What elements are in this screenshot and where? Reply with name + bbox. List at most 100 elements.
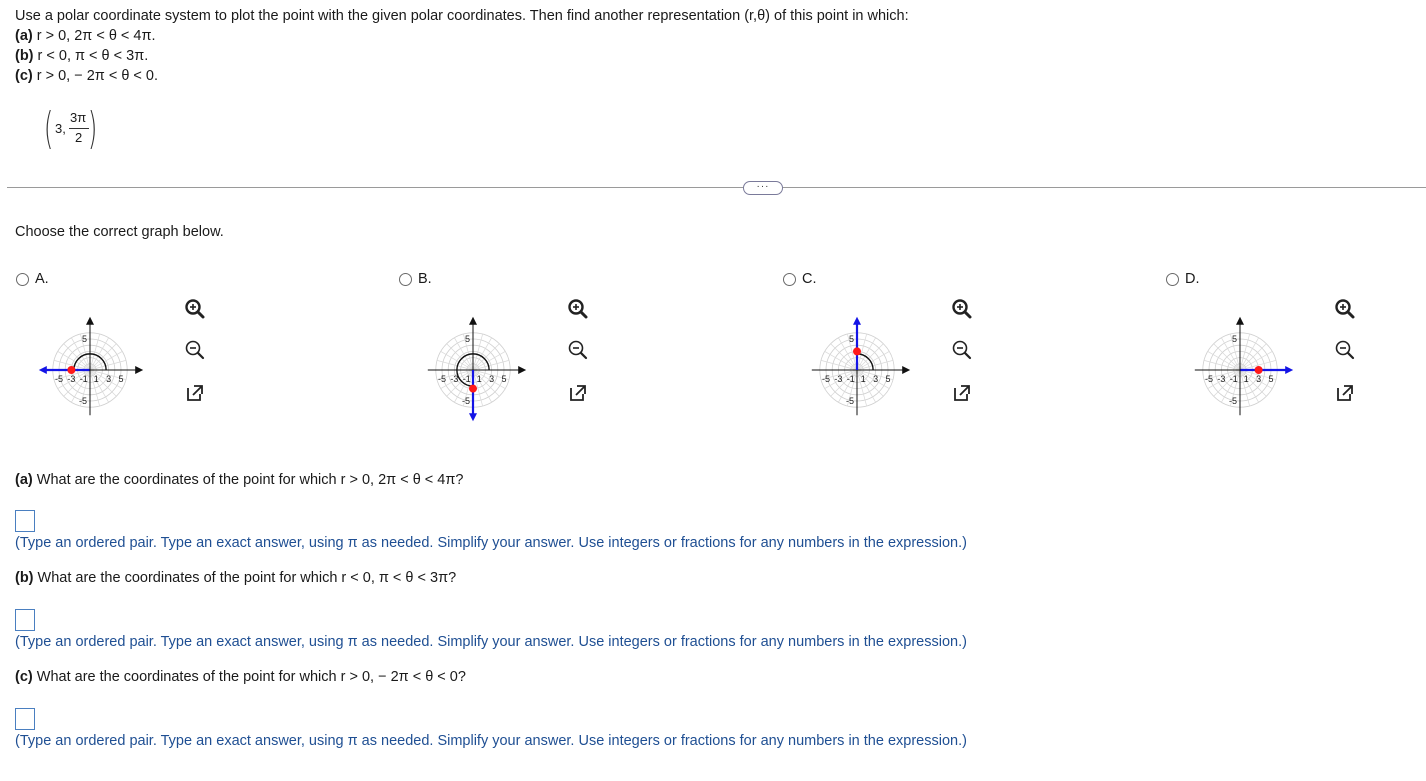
open-window-icon[interactable] bbox=[566, 381, 590, 405]
grid-ray bbox=[856, 351, 890, 371]
x-tick-label: -5 bbox=[822, 374, 830, 384]
grid-ray bbox=[80, 369, 91, 407]
open-window-icon[interactable] bbox=[183, 381, 207, 405]
condition-c: (c) r > 0, − 2π < θ < 0. bbox=[15, 68, 159, 84]
option-d[interactable]: D. bbox=[1166, 271, 1200, 287]
arrow-up bbox=[1236, 316, 1244, 325]
arrow-up bbox=[86, 316, 94, 325]
choose-prompt: Choose the correct graph below. bbox=[15, 224, 224, 240]
plotted-point bbox=[469, 384, 477, 393]
grid-ray bbox=[1203, 369, 1241, 380]
grid-ray bbox=[1207, 351, 1241, 371]
question-a: (a) What are the coordinates of the poin… bbox=[15, 472, 464, 488]
grid-ray bbox=[1213, 343, 1241, 371]
grid-ray bbox=[89, 360, 127, 371]
grid-ray bbox=[80, 333, 91, 371]
grid-ray bbox=[89, 369, 117, 397]
grid-ray bbox=[1239, 337, 1259, 371]
grid-ray bbox=[1239, 369, 1259, 403]
y-tick-label: -5 bbox=[846, 396, 854, 406]
grid-ray bbox=[820, 360, 858, 371]
zoom-out-icon[interactable] bbox=[566, 338, 590, 362]
option-a-radio[interactable] bbox=[16, 272, 29, 286]
y-tick-label: -5 bbox=[1229, 396, 1237, 406]
grid-ray bbox=[472, 369, 506, 389]
fraction-bar bbox=[69, 128, 89, 129]
x-tick-label: 1 bbox=[94, 374, 99, 384]
x-tick-label: 3 bbox=[1256, 374, 1261, 384]
problem-statement: Use a polar coordinate system to plot th… bbox=[15, 6, 909, 86]
grid-ray bbox=[71, 337, 91, 371]
zoom-in-icon[interactable] bbox=[1333, 297, 1357, 321]
grid-ray bbox=[838, 369, 858, 403]
condition-a: (a) r > 0, 2π < θ < 4π. bbox=[15, 28, 156, 44]
option-d-radio[interactable] bbox=[1166, 272, 1179, 286]
grid-ray bbox=[446, 343, 474, 371]
grid-ray bbox=[1239, 343, 1267, 371]
grid-ray bbox=[53, 369, 91, 380]
x-tick-label: -3 bbox=[834, 374, 842, 384]
arrow-up bbox=[853, 316, 861, 325]
grid-ray bbox=[436, 369, 474, 380]
option-c-label: C. bbox=[802, 271, 817, 287]
option-b[interactable]: B. bbox=[399, 271, 432, 287]
answer-c-input[interactable] bbox=[15, 708, 35, 730]
right-paren: ) bbox=[87, 103, 98, 154]
zoom-in-icon[interactable] bbox=[950, 297, 974, 321]
condition-b: (b) r < 0, π < θ < 3π. bbox=[15, 48, 149, 64]
grid-ray bbox=[63, 343, 91, 371]
grid-ray bbox=[1221, 369, 1241, 403]
grid-ray bbox=[53, 360, 91, 371]
zoom-out-icon[interactable] bbox=[183, 338, 207, 362]
problem-instructions: Use a polar coordinate system to plot th… bbox=[15, 8, 909, 24]
option-a[interactable]: A. bbox=[16, 271, 49, 287]
grid-ray bbox=[472, 369, 492, 403]
y-tick-label: 5 bbox=[849, 334, 854, 344]
option-a-label: A. bbox=[35, 271, 49, 287]
grid-ray bbox=[856, 333, 867, 371]
grid-ray bbox=[472, 351, 506, 371]
grid-ray bbox=[89, 369, 127, 380]
x-tick-label: -5 bbox=[1205, 374, 1213, 384]
open-window-icon[interactable] bbox=[950, 381, 974, 405]
grid-ray bbox=[856, 369, 894, 380]
x-tick-label: -1 bbox=[463, 374, 471, 384]
answer-a-input[interactable] bbox=[15, 510, 35, 532]
x-tick-label: -3 bbox=[67, 374, 75, 384]
plotted-point bbox=[853, 347, 861, 356]
hint-a: (Type an ordered pair. Type an exact ans… bbox=[15, 535, 967, 551]
grid-ray bbox=[89, 343, 117, 371]
arrow-right bbox=[1285, 366, 1294, 374]
x-tick-label: 1 bbox=[477, 374, 482, 384]
expand-button[interactable]: ··· bbox=[743, 181, 783, 195]
point-theta-numerator: 3π bbox=[70, 110, 87, 125]
grid-ray bbox=[856, 369, 867, 407]
option-b-radio[interactable] bbox=[399, 272, 412, 286]
grid-ray bbox=[89, 369, 100, 407]
open-window-icon[interactable] bbox=[1333, 381, 1357, 405]
option-c[interactable]: C. bbox=[783, 271, 817, 287]
grid-ray bbox=[1239, 369, 1267, 397]
x-tick-label: 5 bbox=[501, 374, 506, 384]
y-tick-label: -5 bbox=[79, 396, 87, 406]
grid-ray bbox=[472, 369, 510, 380]
grid-ray bbox=[1203, 360, 1241, 371]
zoom-in-icon[interactable] bbox=[566, 297, 590, 321]
grid-ray bbox=[454, 337, 474, 371]
x-tick-label: 3 bbox=[489, 374, 494, 384]
option-c-radio[interactable] bbox=[783, 272, 796, 286]
zoom-out-icon[interactable] bbox=[1333, 338, 1357, 362]
arrow-right bbox=[902, 366, 911, 374]
grid-ray bbox=[454, 369, 474, 403]
zoom-out-icon[interactable] bbox=[950, 338, 974, 362]
grid-ray bbox=[820, 369, 858, 380]
answer-b-input[interactable] bbox=[15, 609, 35, 631]
grid-ray bbox=[856, 343, 884, 371]
option-d-label: D. bbox=[1185, 271, 1200, 287]
zoom-in-icon[interactable] bbox=[183, 297, 207, 321]
section-divider bbox=[7, 187, 1426, 188]
x-tick-label: -1 bbox=[847, 374, 855, 384]
grid-ray bbox=[57, 369, 91, 389]
